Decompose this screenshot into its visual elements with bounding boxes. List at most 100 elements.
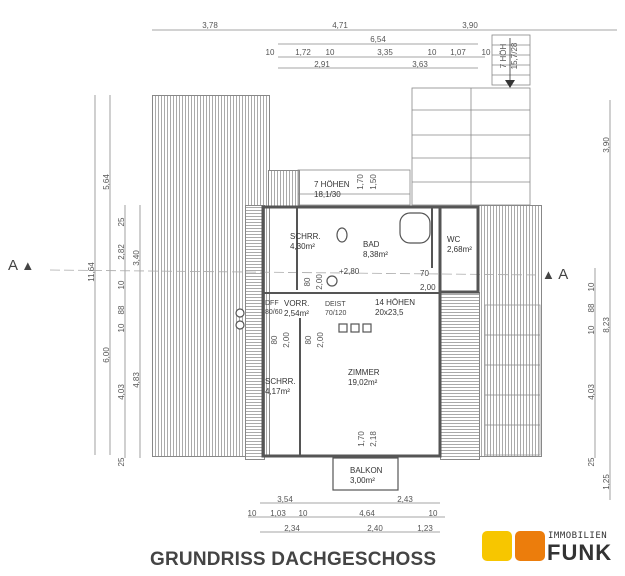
room-name: WC: [447, 235, 461, 244]
logo-square-yellow: [482, 531, 512, 561]
door-width: 1,70: [357, 431, 366, 447]
door-height: 2,18: [369, 431, 378, 447]
door-width: 80: [304, 335, 313, 345]
dim: 8,23: [602, 317, 611, 333]
dim: 4,03: [587, 384, 596, 400]
dim: 1,25: [602, 474, 611, 490]
dim: 10: [427, 48, 437, 57]
wc-door-height: 2,00: [420, 283, 436, 292]
dim: 88: [587, 303, 596, 313]
dim: 10: [325, 48, 335, 57]
dim: 3,78: [202, 21, 218, 30]
room-area: 4,30m²: [290, 242, 315, 251]
logo-line2: FUNK: [547, 540, 613, 565]
dim: 4,03: [117, 384, 126, 400]
dim: 3,54: [277, 495, 293, 504]
room-area: 19,02m²: [348, 378, 378, 387]
stair-size: 18,1/30: [314, 190, 341, 199]
room-area: 8,38m²: [363, 250, 388, 259]
dim: 10: [587, 282, 596, 292]
room-name: ZIMMER: [348, 368, 380, 377]
dim: 4,64: [359, 509, 375, 518]
room-schrr-upper: SCHRR.4,30m²: [290, 232, 321, 252]
dim: 1,72: [295, 48, 311, 57]
dim: 10: [587, 325, 596, 335]
logo-square-orange: [515, 531, 545, 561]
dim: 3,63: [412, 60, 428, 69]
dim: 25: [117, 457, 126, 467]
dff-size: 80/60: [265, 309, 283, 316]
dff-label: DFF 80/60: [265, 299, 283, 317]
section-marker-right: ▲ A: [542, 266, 568, 283]
stair-label: 7 HÖH: [499, 43, 508, 69]
section-label: A: [8, 257, 18, 274]
dim: 25: [587, 457, 596, 467]
door-height: 2,00: [315, 274, 324, 290]
room-name: BALKON: [350, 466, 383, 475]
height-mark: +2,80: [339, 267, 360, 276]
dim: 3,90: [462, 21, 478, 30]
door-width: 80: [303, 277, 312, 287]
room-name: BAD: [363, 240, 380, 249]
dim: 3,40: [132, 250, 141, 266]
room-vorr: VORR.2,54m²: [284, 299, 309, 319]
dim: 11,64: [87, 262, 96, 282]
dim: 10: [298, 509, 308, 518]
dim: 10: [117, 280, 126, 290]
door-height: 2,00: [282, 332, 291, 348]
dim: 3,90: [602, 137, 611, 153]
triangle-up-icon: ▲: [542, 267, 555, 282]
door-width: 80: [270, 335, 279, 345]
stair-steps: 14 HÖHEN: [375, 298, 416, 307]
dim: 1,07: [450, 48, 466, 57]
room-area: 2,54m²: [284, 309, 309, 318]
dim: 10: [481, 48, 491, 57]
stair-steps: 7 HÖHEN: [314, 180, 350, 189]
dff-name: DFF: [265, 300, 279, 307]
dim: 1,03: [270, 509, 286, 518]
room-area: 3,00m²: [350, 476, 375, 485]
deist-size: 70/120: [325, 310, 347, 317]
dim: 1,50: [369, 174, 378, 190]
page-title: GRUNDRISS DACHGESCHOSS: [150, 549, 437, 570]
dim: 2,91: [314, 60, 330, 69]
dim: 10: [117, 323, 126, 333]
dim: 6,00: [102, 347, 111, 363]
dim: 1,70: [356, 174, 365, 190]
room-name: VORR.: [284, 299, 310, 308]
dim: 4,83: [132, 372, 141, 388]
dim: 25: [117, 217, 126, 227]
logo-line1: IMMOBILIEN: [548, 531, 608, 541]
room-area: 2,68m²: [447, 245, 472, 254]
triangle-up-icon: ▲: [21, 258, 35, 273]
room-area: 4,17m²: [265, 387, 290, 396]
dim: 2,40: [367, 524, 383, 533]
dim: 4,71: [332, 21, 348, 30]
wc-door-width: 70: [420, 269, 429, 278]
dim: 10: [265, 48, 275, 57]
section-label: A: [558, 266, 569, 283]
dim: 10: [247, 509, 257, 518]
dim: 2,34: [284, 524, 300, 533]
dim: 88: [117, 305, 126, 315]
dim: 2,82: [117, 244, 126, 260]
dim: 6,54: [370, 35, 386, 44]
roof-left-small: [268, 170, 300, 207]
room-schrr-lower: SCHRR.4,17m²: [265, 377, 296, 397]
room-name: SCHRR.: [265, 377, 296, 386]
door-height: 2,00: [316, 332, 325, 348]
dim: 2,43: [397, 495, 413, 504]
stair-size: 20x23,5: [375, 308, 404, 317]
dim: 5,64: [102, 174, 111, 190]
dim: 10: [428, 509, 438, 518]
room-name: SCHRR.: [290, 232, 321, 241]
dim: 3,35: [377, 48, 393, 57]
